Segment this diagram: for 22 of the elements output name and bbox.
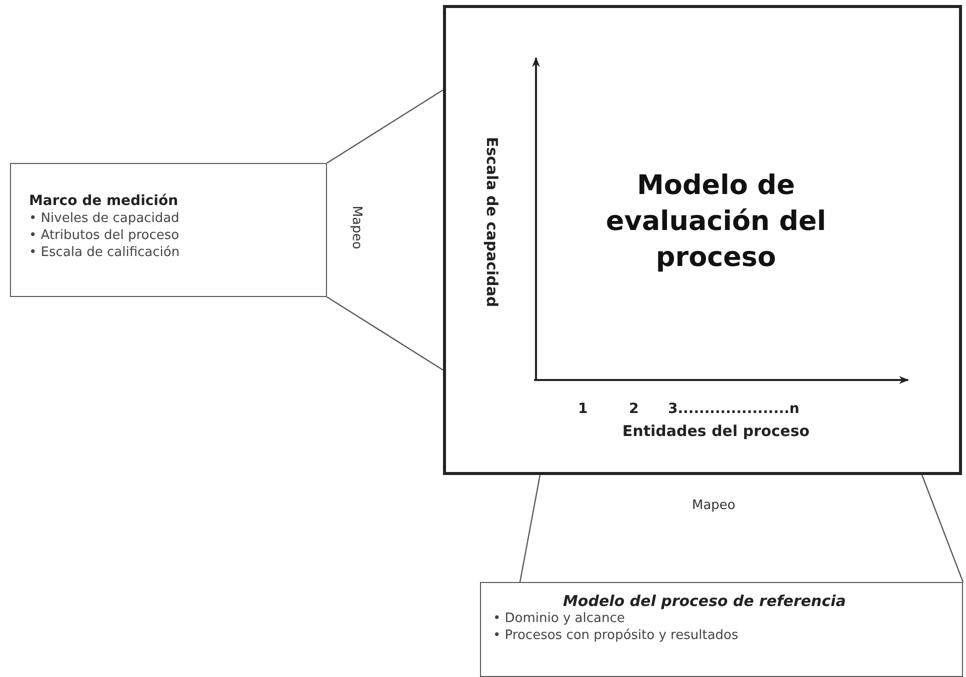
tick-label: 2 [629,401,639,417]
mapping-line [326,90,444,164]
mapping-line [921,474,964,582]
box-heading: Modelo del proceso de referencia [563,592,846,610]
bullet-item: • Atributos del proceso [29,227,180,244]
bullet-item: • Dominio y alcance [493,610,626,627]
mapping-line [519,474,541,582]
info-box [480,582,963,677]
axis-title: Entidades del proceso [621,422,811,440]
bullet-item: • Escala de calificación [29,244,181,261]
bullet-item: • Niveles de capacidad [29,210,180,227]
box-heading: Marco de medición [29,192,178,210]
info-box [10,163,327,297]
tick-label: 1 [578,401,588,417]
mapping-line [326,296,444,370]
panel-title: Modelo de evaluación del proceso [604,169,828,275]
tick-label: 3.....................n [668,401,800,417]
model-panel [443,5,962,475]
bullet-item: • Procesos con propósito y resultados [493,627,740,644]
axis-title: Escala de capacidad [483,136,501,310]
mapping-label: Mapeo [692,498,736,513]
mapping-label: Mapeo [349,206,364,250]
